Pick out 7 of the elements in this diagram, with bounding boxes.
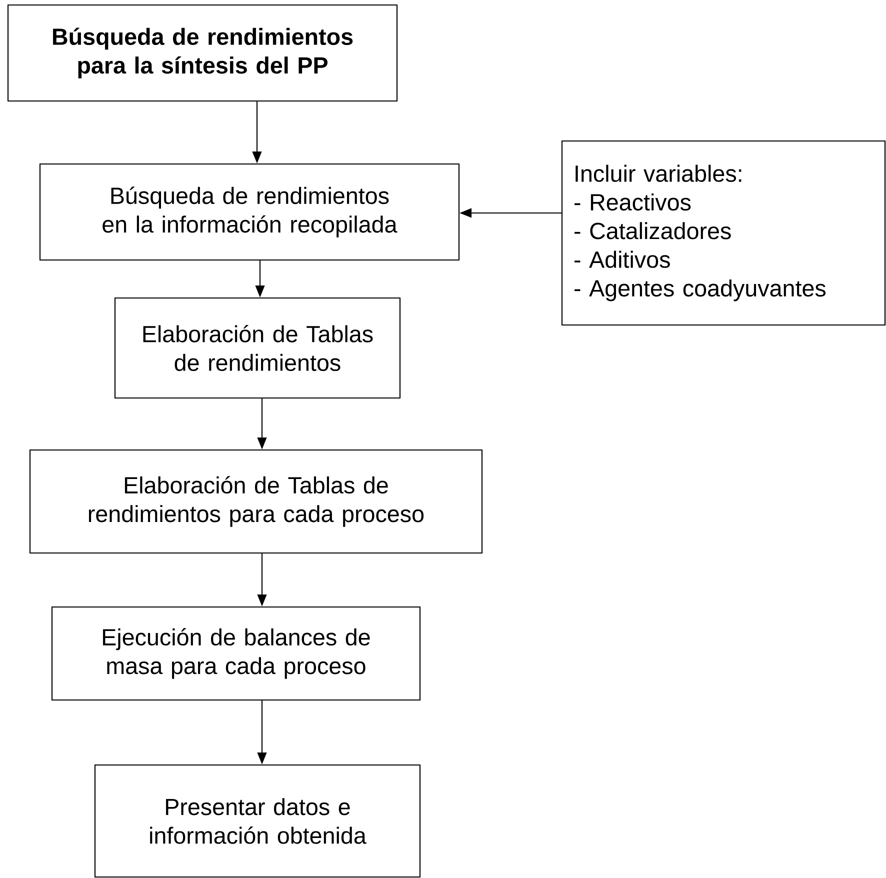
process-box: Presentar datos e información obtenida [94,764,421,878]
process-box: Incluir variables: - Reactivos - Catalizadores - Aditivos - Agentes coadyuvantes [561,140,886,326]
process-box: Elaboración de Tablas de rendimientos para cada proceso [29,449,483,554]
process-box: Ejecución de balances de masa para cada proceso [51,606,421,701]
process-box: Búsqueda de rendimientos en la información recopilada [39,163,460,261]
process-box: Búsqueda de rendimientos para la síntesis del PP [7,4,398,102]
process-box: Elaboración de Tablas de rendimientos [114,297,401,399]
